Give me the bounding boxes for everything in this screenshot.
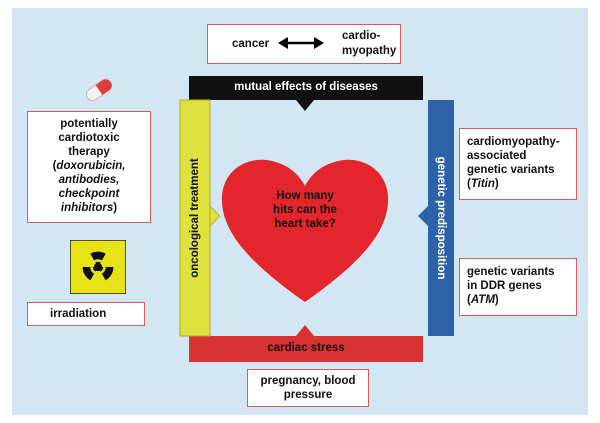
left-bar <box>179 99 211 337</box>
heart-text: How many hits can the heart take? <box>250 189 360 231</box>
therapy-item-line: (doxorubicin, <box>52 160 126 172</box>
cardiotoxic-therapy-box: potentially cardiotoxic therapy (doxorub… <box>27 111 151 223</box>
ddr-variants-box: genetic variants in DDR genes (ATM) <box>459 258 577 316</box>
heart-shape <box>221 159 389 302</box>
double-arrow-icon <box>278 35 324 55</box>
cardiomyopathy-label-line1: cardio- <box>342 30 381 42</box>
heart-text-line: heart take? <box>274 218 336 230</box>
ddr-line: in DDR genes <box>467 280 542 292</box>
cm-gene: Titin <box>470 178 495 190</box>
heart-text-line: hits can the <box>273 204 337 216</box>
cm-gene-line: (Titin) <box>467 178 499 190</box>
irradiation-label: irradiation <box>50 308 107 320</box>
cardiomyopathy-variants-box: cardiomyopathy- associated genetic varia… <box>459 128 577 200</box>
top-bar <box>189 76 423 100</box>
pill-icon <box>82 76 116 109</box>
cm-line: associated <box>467 150 527 162</box>
ddr-gene: ATM <box>470 294 495 306</box>
cancer-label: cancer <box>232 38 270 50</box>
irradiation-box: irradiation <box>27 302 145 326</box>
therapy-item: inhibitors <box>60 202 114 214</box>
heart-text-line: How many <box>276 190 334 202</box>
therapy-item-line: inhibitors) <box>60 202 118 214</box>
left-bar-label: oncological treatment <box>189 158 201 278</box>
therapy-line: potentially <box>60 118 118 130</box>
cardiomyopathy-label-line2: myopathy <box>342 45 397 57</box>
bottom-bar-label: cardiac stress <box>267 342 345 354</box>
therapy-item: checkpoint <box>58 188 120 200</box>
ddr-line: genetic variants <box>467 266 555 278</box>
pregnancy-line: pressure <box>283 389 333 401</box>
therapy-item-line: antibodies, <box>28 173 150 187</box>
pregnancy-box: pregnancy, blood pressure <box>247 369 369 407</box>
top-bar-label: mutual effects of diseases <box>234 81 378 93</box>
right-arrow <box>418 206 428 226</box>
cm-line: cardiomyopathy- <box>467 136 560 148</box>
bottom-bar <box>189 336 423 362</box>
therapy-item: doxorubicin, <box>56 160 126 172</box>
cancer-cardiomyopathy-box: cancer cardio- myopathy <box>207 24 401 64</box>
bottom-arrow <box>296 325 314 336</box>
top-arrow <box>296 100 314 111</box>
pregnancy-line: pregnancy, blood <box>260 375 356 387</box>
therapy-item-line: checkpoint <box>28 187 150 201</box>
ddr-gene-line: (ATM) <box>467 294 499 306</box>
radiation-icon <box>69 239 127 299</box>
therapy-item: antibodies, <box>58 174 120 186</box>
left-arrow <box>209 204 221 228</box>
cm-line: genetic variants <box>467 164 555 176</box>
right-bar <box>428 100 454 336</box>
therapy-line: cardiotoxic <box>58 132 120 144</box>
right-bar-label: genetic predisposition <box>435 156 447 280</box>
therapy-line: therapy <box>68 146 110 158</box>
